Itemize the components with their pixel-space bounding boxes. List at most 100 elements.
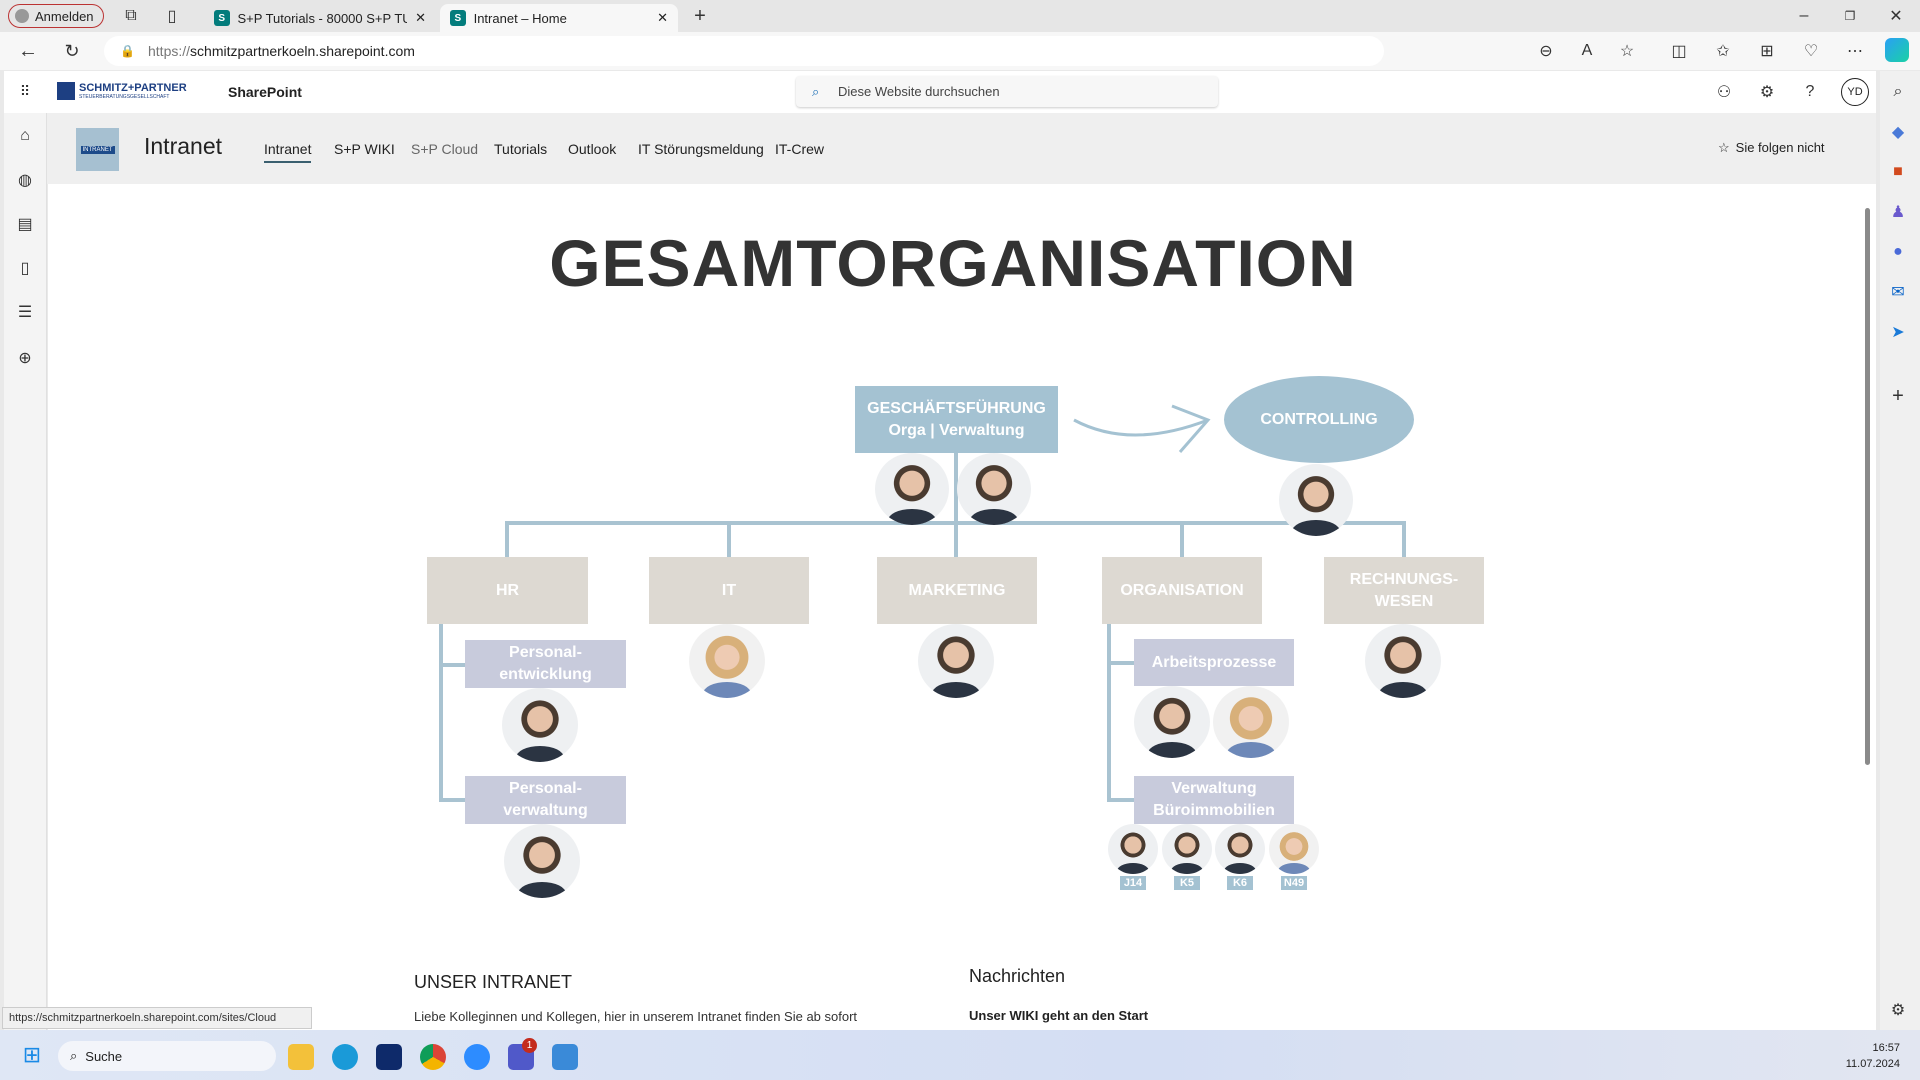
nav-it-crew[interactable]: IT-Crew bbox=[775, 141, 824, 157]
clock-date: 11.07.2024 bbox=[1845, 1058, 1900, 1070]
person-photo bbox=[1134, 686, 1210, 758]
intranet-heading: UNSER INTRANET bbox=[414, 972, 573, 992]
remote-desktop-icon[interactable] bbox=[552, 1044, 578, 1070]
copilot-icon[interactable] bbox=[1885, 38, 1909, 62]
gf-title: GESCHÄFTSFÜHRUNG bbox=[867, 399, 1046, 417]
lock-icon: 🔒 bbox=[120, 44, 135, 58]
nav-intranet[interactable]: Intranet bbox=[264, 141, 312, 163]
edge-icon[interactable] bbox=[332, 1044, 358, 1070]
close-icon[interactable]: ✕ bbox=[657, 10, 668, 25]
org-title: GESAMTORGANISATION bbox=[549, 226, 1357, 300]
nav-it-stoerungsmeldung[interactable]: IT Störungsmeldung bbox=[638, 141, 764, 157]
office-icon[interactable]: ● bbox=[1893, 243, 1903, 260]
browser-essentials-icon[interactable]: ♡ bbox=[1803, 43, 1819, 60]
outlook-icon[interactable]: ✉ bbox=[1891, 284, 1905, 301]
help-icon[interactable]: ? bbox=[1805, 83, 1815, 100]
connector bbox=[1107, 624, 1111, 802]
scrollbar-thumb[interactable] bbox=[1865, 208, 1870, 765]
chrome-icon[interactable] bbox=[420, 1044, 446, 1070]
url-host: schmitzpartnerkoeln.sharepoint.com bbox=[190, 43, 415, 59]
news-heading: Nachrichten bbox=[969, 966, 1066, 986]
document-icon[interactable]: ▯ bbox=[20, 260, 30, 277]
profile-button[interactable]: Anmelden bbox=[8, 4, 104, 28]
collections-icon[interactable]: ⊞ bbox=[1760, 43, 1774, 60]
shopping-tag-icon[interactable]: ◆ bbox=[1891, 124, 1905, 141]
restore-icon[interactable]: ❐ bbox=[1844, 9, 1856, 23]
zoom-icon[interactable] bbox=[464, 1044, 490, 1070]
tools-icon[interactable]: ■ bbox=[1893, 163, 1903, 180]
site-title[interactable]: Intranet bbox=[144, 133, 222, 159]
settings-gear-icon[interactable]: ⚙ bbox=[1759, 84, 1775, 101]
org-box-organisation: ORGANISATION bbox=[1102, 557, 1262, 624]
connector bbox=[439, 663, 465, 667]
logo-square bbox=[57, 82, 75, 100]
news-icon[interactable]: ▤ bbox=[17, 216, 33, 233]
notification-badge: 1 bbox=[522, 1038, 537, 1053]
app-launcher-icon[interactable]: ⠿ bbox=[19, 82, 31, 99]
org-box-verwaltung-bueroimmobilien: Verwaltung Büroimmobilien bbox=[1134, 776, 1294, 824]
news-item-link[interactable]: Unser WIKI geht an den Start bbox=[969, 1008, 1149, 1023]
nav-outlook[interactable]: Outlook bbox=[568, 141, 617, 157]
workspaces-icon[interactable]: ⧉ bbox=[125, 7, 137, 24]
site-logo[interactable]: INTRANET bbox=[76, 128, 119, 171]
refresh-icon[interactable]: ↻ bbox=[64, 40, 80, 61]
nav-sp-cloud[interactable]: S+P Cloud bbox=[411, 141, 479, 157]
star-icon: ☆ bbox=[1718, 140, 1730, 155]
add-icon[interactable]: + bbox=[1892, 384, 1904, 407]
list-icon[interactable]: ☰ bbox=[17, 304, 33, 321]
person-photo bbox=[875, 453, 949, 525]
games-icon[interactable]: ♟ bbox=[1890, 204, 1906, 221]
teamviewer-icon[interactable] bbox=[376, 1044, 402, 1070]
create-icon[interactable]: ⊕ bbox=[18, 350, 32, 367]
search-icon: ⌕ bbox=[812, 83, 820, 99]
person-photo bbox=[1215, 824, 1265, 874]
connector bbox=[439, 624, 443, 802]
favorites-icon[interactable]: ✩ bbox=[1716, 43, 1730, 60]
zoom-out-icon[interactable]: ⊖ bbox=[1539, 43, 1553, 60]
office-label: J14 bbox=[1120, 876, 1146, 890]
url-input[interactable]: 🔒https://schmitzpartnerkoeln.sharepoint.… bbox=[104, 36, 1384, 66]
nav-sp-wiki[interactable]: S+P WIKI bbox=[334, 141, 395, 157]
sidebar-search-icon[interactable]: ⌕ bbox=[1893, 83, 1903, 100]
browser-tab-bar bbox=[0, 0, 1920, 32]
connector bbox=[439, 798, 465, 802]
new-tab-icon[interactable]: + bbox=[694, 4, 706, 27]
favorite-star-icon[interactable]: ☆ bbox=[1619, 43, 1635, 60]
back-icon[interactable]: ← bbox=[18, 39, 38, 62]
org-box-hr: HR bbox=[427, 557, 588, 624]
site-header bbox=[47, 113, 1876, 184]
sidebar-settings-icon[interactable]: ⚙ bbox=[1890, 1002, 1906, 1019]
brand-top: SCHMITZ+PARTNER bbox=[79, 81, 187, 94]
scrollbar[interactable] bbox=[1862, 190, 1872, 1020]
more-icon[interactable]: ⋯ bbox=[1847, 43, 1863, 60]
split-screen-icon[interactable]: ◫ bbox=[1671, 43, 1687, 60]
user-avatar[interactable]: YD bbox=[1841, 78, 1869, 106]
nav-tutorials[interactable]: Tutorials bbox=[494, 141, 548, 157]
windows-start-icon[interactable]: ⊞ bbox=[22, 1042, 42, 1067]
person-photo bbox=[918, 624, 994, 698]
close-icon[interactable]: ✕ bbox=[415, 10, 426, 25]
tab-actions-icon[interactable]: ▯ bbox=[167, 8, 177, 25]
person-photo bbox=[957, 453, 1031, 525]
tab-tutorials[interactable]: SS+P Tutorials - 80000 S+P TUTORI✕ bbox=[204, 4, 436, 32]
share-icon[interactable]: ⚇ bbox=[1716, 84, 1732, 101]
home-icon[interactable]: ⌂ bbox=[20, 127, 30, 144]
sharepoint-link[interactable]: SharePoint bbox=[228, 84, 302, 100]
follow-button[interactable]: ☆Sie folgen nicht bbox=[1718, 140, 1825, 156]
minimize-icon[interactable]: – bbox=[1799, 7, 1809, 24]
left-app-bar bbox=[4, 113, 47, 1030]
brand-sub: STEUERBERATUNGSGESELLSCHAFT bbox=[79, 93, 170, 100]
send-icon[interactable]: ➤ bbox=[1891, 324, 1905, 341]
close-window-icon[interactable]: ✕ bbox=[1889, 8, 1903, 25]
file-explorer-icon[interactable] bbox=[288, 1044, 314, 1070]
read-aloud-icon[interactable]: A bbox=[1581, 42, 1593, 59]
arrow-icon bbox=[1073, 404, 1211, 453]
site-search-input[interactable]: ⌕Diese Website durchsuchen bbox=[796, 76, 1218, 107]
person-photo bbox=[502, 688, 578, 762]
taskbar-search[interactable]: ⌕Suche bbox=[58, 1041, 276, 1071]
globe-icon[interactable]: ◍ bbox=[18, 172, 32, 189]
